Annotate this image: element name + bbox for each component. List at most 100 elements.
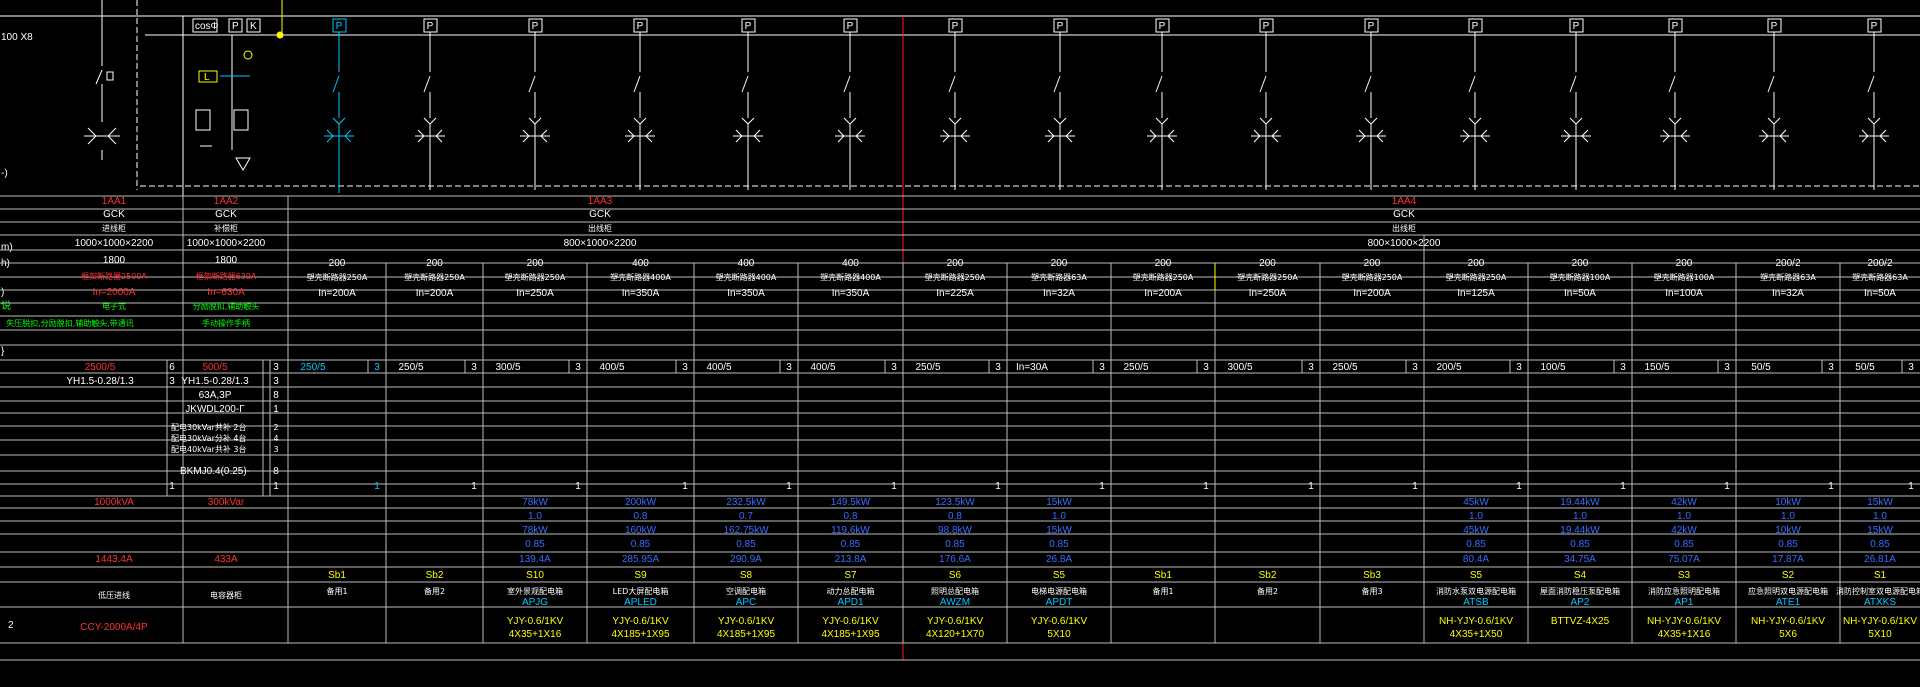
feeder-count: 1 bbox=[1724, 481, 1730, 492]
feeder-cos: 0.85 bbox=[1674, 539, 1694, 550]
cabinet-size: 800×1000×2200 bbox=[1368, 238, 1441, 249]
incoming-note-sub: 失压脱扣,分励脱扣,辅助触头,带通讯 bbox=[6, 318, 134, 328]
feeder-kx: 1.0 bbox=[528, 511, 542, 522]
arrow-left bbox=[1462, 129, 1470, 143]
cabinet-model: GCK bbox=[215, 209, 237, 220]
arrow-right bbox=[435, 129, 443, 143]
feeder-pe: 15kW bbox=[1867, 497, 1893, 508]
feeder-pe: 45kW bbox=[1463, 497, 1489, 508]
feeder-ijs: 290.9A bbox=[730, 554, 762, 565]
feeder-ct-count: 3 bbox=[786, 362, 792, 373]
cabinet-size: 1000×1000×2200 bbox=[75, 238, 154, 249]
breaker-blade bbox=[332, 75, 340, 93]
breaker-blade bbox=[528, 75, 536, 93]
feeder-ct: 250/5 bbox=[300, 362, 325, 373]
feeder-breaker: 塑壳断路器400A bbox=[610, 272, 671, 282]
feeder-ct: 300/5 bbox=[1227, 362, 1252, 373]
feeder-pe: 200kW bbox=[625, 497, 657, 508]
feeder-rating: 200 bbox=[426, 258, 443, 269]
feeder-symbol-11: P bbox=[1460, 18, 1490, 190]
arrow-right bbox=[1879, 129, 1887, 143]
arrow-right bbox=[344, 129, 352, 143]
breaker-blade bbox=[1053, 75, 1061, 93]
feeder-ct-count: 3 bbox=[1099, 362, 1105, 373]
feeder-cos: 0.85 bbox=[1466, 539, 1486, 550]
left-label-num: 2 bbox=[8, 620, 14, 631]
incoming-arrow-r bbox=[107, 127, 117, 145]
breaker-blade bbox=[423, 75, 431, 93]
feeder-ct-count: 3 bbox=[891, 362, 897, 373]
feeder-breaker: 塑壳断路器100A bbox=[1654, 272, 1715, 282]
feeder-ijs: 213.8A bbox=[835, 554, 867, 565]
comp-fuse-box-2 bbox=[233, 109, 249, 131]
feeder-ct: 50/5 bbox=[1751, 362, 1771, 373]
feeder-in: In=225A bbox=[936, 288, 974, 299]
feeder-ct: 250/5 bbox=[915, 362, 940, 373]
incoming-arrester: YH1.5-0.28/1.3 bbox=[66, 376, 134, 387]
comp-note-main: 分励脱扣,辅助触头 bbox=[193, 301, 260, 311]
arrow-left bbox=[417, 129, 425, 143]
arrow-left bbox=[1047, 129, 1055, 143]
arrow-left bbox=[735, 129, 743, 143]
feeder-in: In=125A bbox=[1457, 288, 1495, 299]
feeder-cos: 0.85 bbox=[1778, 539, 1798, 550]
feeder-pe: 15kW bbox=[1046, 497, 1072, 508]
cabinet-id: 1AA4 bbox=[1392, 196, 1417, 207]
feeder-ijs: 80.4A bbox=[1463, 554, 1489, 565]
feeder-breaker: 塑壳断路器400A bbox=[820, 272, 881, 282]
feeder-rating: 200/2 bbox=[1867, 258, 1892, 269]
cabinet-model: GCK bbox=[1393, 209, 1415, 220]
feeder-ct: In=30A bbox=[1016, 362, 1048, 373]
yellow-node bbox=[276, 31, 284, 39]
feeder-breaker: 塑壳断路器250A bbox=[1133, 272, 1194, 282]
arrow-right bbox=[1680, 129, 1688, 143]
comp-name: 电容器柜 bbox=[210, 590, 242, 600]
feeder-name: 屋面消防稳压泵配电箱 bbox=[1540, 586, 1620, 596]
feeder-count: 1 bbox=[1203, 481, 1209, 492]
arrow-left bbox=[1358, 129, 1366, 143]
feeder-breaker: 塑壳断路器250A bbox=[1237, 272, 1298, 282]
incoming-arrow-l bbox=[87, 127, 97, 145]
feeder-pjs: 15kW bbox=[1046, 525, 1072, 536]
feeder-count: 1 bbox=[682, 481, 688, 492]
feeder-number: S8 bbox=[740, 570, 753, 581]
cabinet-type: 补偿柜 bbox=[214, 223, 238, 233]
feeder-cable-1: YJY-0.6/1KV bbox=[1031, 616, 1088, 627]
comp-fuse-count: 8 bbox=[273, 390, 279, 401]
feeder-in: In=100A bbox=[1665, 288, 1703, 299]
comp-current: 433A bbox=[214, 554, 238, 565]
feeder-in: In=32A bbox=[1772, 288, 1804, 299]
breaker-blade bbox=[1155, 75, 1163, 93]
incoming-current: 1443.4A bbox=[95, 554, 133, 565]
feeder-rating: 400 bbox=[632, 258, 649, 269]
feeder-number: S9 bbox=[634, 570, 647, 581]
comp-count-bottom: 1 bbox=[273, 481, 279, 492]
arrow-right bbox=[753, 129, 761, 143]
feeder-name: 备用3 bbox=[1361, 586, 1382, 596]
feeder-ct-count: 3 bbox=[1908, 362, 1914, 373]
p-meter-letter: P bbox=[1472, 21, 1479, 32]
left-label-top: 100 X8 bbox=[1, 32, 33, 43]
table-cells: 1AA1GCK进线柜1000×1000×22001AA2GCK补偿柜1000×1… bbox=[6, 196, 1920, 640]
incoming-name: 低压进线 bbox=[98, 590, 130, 600]
feeder-cos: 0.85 bbox=[736, 539, 756, 550]
feeder-rating: 200 bbox=[329, 258, 346, 269]
cabinet-model: GCK bbox=[103, 209, 125, 220]
left-label-p: ) bbox=[1, 287, 4, 298]
p-meter-letter: P bbox=[1057, 21, 1064, 32]
feeder-number: S1 bbox=[1874, 570, 1887, 581]
feeder-ijs: 34.75A bbox=[1564, 554, 1596, 565]
feeder-cable-1: YJY-0.6/1KV bbox=[822, 616, 879, 627]
arrow-right bbox=[540, 129, 548, 143]
feeder-ct: 100/5 bbox=[1540, 362, 1565, 373]
arrow-right bbox=[960, 129, 968, 143]
feeder-ct: 150/5 bbox=[1644, 362, 1669, 373]
feeder-ct: 400/5 bbox=[599, 362, 624, 373]
feeder-breaker: 塑壳断路器63A bbox=[1031, 272, 1087, 282]
feeder-count: 1 bbox=[1908, 481, 1914, 492]
feeder-name: 应急照明双电源配电箱 bbox=[1748, 586, 1828, 596]
feeder-cable-2: 4X185+1X95 bbox=[611, 629, 670, 640]
feeder-ct: 300/5 bbox=[495, 362, 520, 373]
feeder-cos: 0.85 bbox=[631, 539, 651, 550]
